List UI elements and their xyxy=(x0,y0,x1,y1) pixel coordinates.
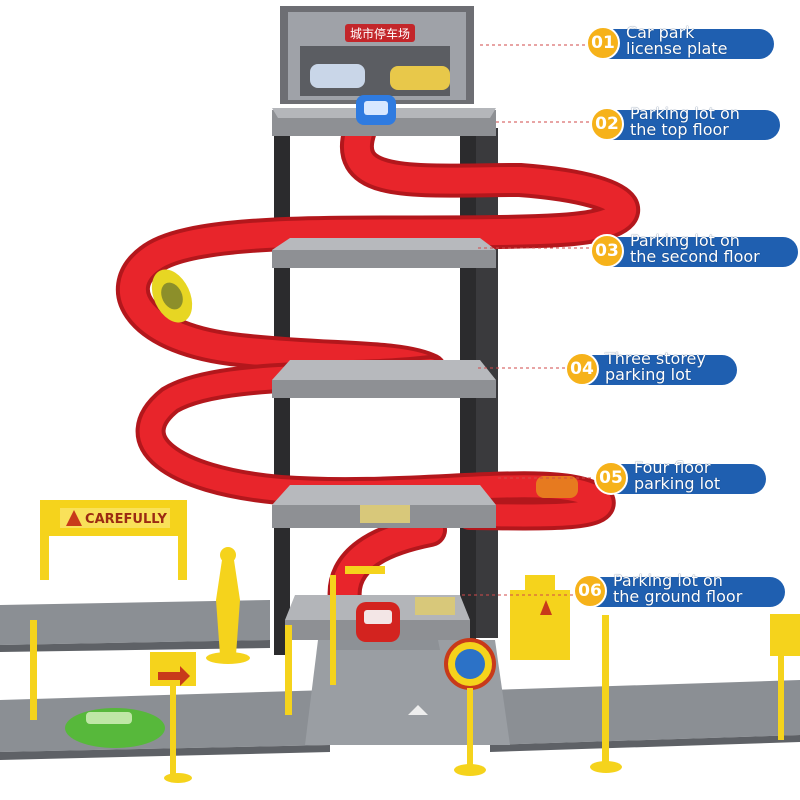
callout-number: 06 xyxy=(573,574,607,608)
callout-line2: the second floor xyxy=(630,247,760,266)
callout-number: 04 xyxy=(565,352,599,386)
callout-line2: parking lot xyxy=(605,365,692,384)
callout-line2: parking lot xyxy=(634,474,721,493)
callout-line2: the top floor xyxy=(630,120,729,139)
callout-line2: license plate xyxy=(626,39,728,58)
callout-line1: Parking lot on xyxy=(630,104,740,123)
callout-number: 03 xyxy=(590,234,624,268)
callout-line1: Three storey xyxy=(605,349,706,368)
callout-line2: the ground floor xyxy=(613,587,743,606)
callout-number: 02 xyxy=(590,107,624,141)
carefully-sign-text: CAREFULLY xyxy=(85,512,167,527)
car-park-billboard: 城市停车场 xyxy=(280,6,474,104)
callout-number: 01 xyxy=(586,26,620,60)
callout-leader-lines xyxy=(462,44,595,596)
red-spiral-ramp xyxy=(115,113,640,617)
callout-line1: Car park xyxy=(626,23,695,42)
callout-line1: Parking lot on xyxy=(613,571,723,590)
callout-line1: Four floor xyxy=(634,458,711,477)
toy-cars xyxy=(65,95,578,748)
toy-accessories: CAREFULLY xyxy=(30,500,800,783)
callout-line1: Parking lot on xyxy=(630,231,740,250)
callout-number: 05 xyxy=(594,461,628,495)
billboard-title: 城市停车场 xyxy=(350,26,410,41)
